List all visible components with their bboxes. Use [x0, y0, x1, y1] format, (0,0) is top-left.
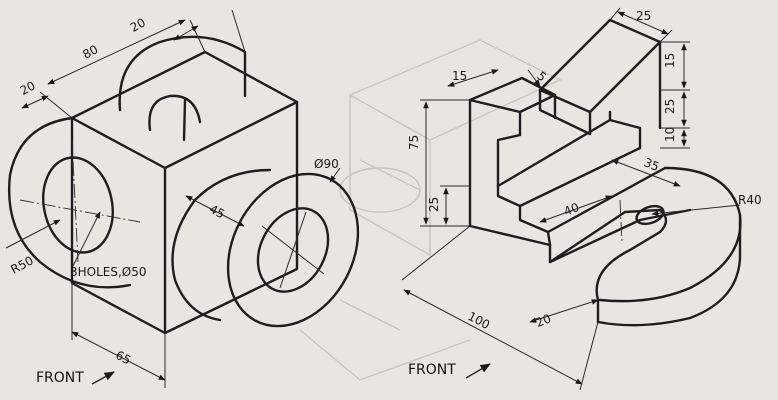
dim-45: 45 [207, 202, 227, 222]
dim-r50: R50 [8, 253, 35, 276]
curved-end-bottom [596, 213, 742, 327]
dim-65: 65 [113, 348, 133, 368]
dim-35: 35 [642, 155, 661, 174]
slot-end [635, 204, 665, 226]
dim-20-left: 20 [18, 78, 38, 98]
left-ring-hole [42, 156, 114, 254]
dim-25-top: 25 [636, 9, 651, 23]
top-ring-inner [148, 94, 202, 132]
back-wall-front [468, 98, 552, 247]
dim-r40: R40 [738, 193, 762, 207]
base-slab-front [548, 208, 692, 264]
cylinder-hole [256, 207, 330, 293]
top-ring-outer [118, 35, 247, 112]
dim-dia-90: Ø90 [314, 157, 339, 171]
label-3-holes: 3HOLES,Ø50 [70, 265, 147, 279]
right-part: 25 15 5 15 25 10 75 25 35 40 [401, 7, 762, 391]
dim-20-top: 20 [128, 15, 148, 35]
left-part: 20 80 20 45 Ø90 R50 3HOLES,Ø50 65 FRONT [5, 9, 360, 388]
curved-end-top [598, 166, 742, 303]
top-bar [538, 18, 662, 114]
left-ring-outer [8, 116, 132, 289]
dim-10: 10 [663, 127, 677, 142]
block-front-face [70, 116, 167, 335]
cylinder-body [171, 168, 272, 322]
block-right-face [163, 100, 299, 335]
front-label-right: FRONT [408, 362, 456, 378]
back-wall-top [468, 76, 557, 114]
front-label-left: FRONT [36, 370, 84, 386]
dim-20: 20 [534, 311, 553, 330]
dim-75: 75 [407, 135, 421, 150]
dim-100: 100 [465, 309, 492, 332]
dim-80: 80 [80, 42, 100, 62]
dim-15-right: 15 [663, 53, 677, 68]
dim-25-left: 25 [427, 197, 441, 212]
dim-15-left: 15 [452, 69, 467, 83]
dim-25-right: 25 [663, 99, 677, 114]
dim-40: 40 [562, 200, 581, 219]
step-middle [518, 166, 667, 234]
